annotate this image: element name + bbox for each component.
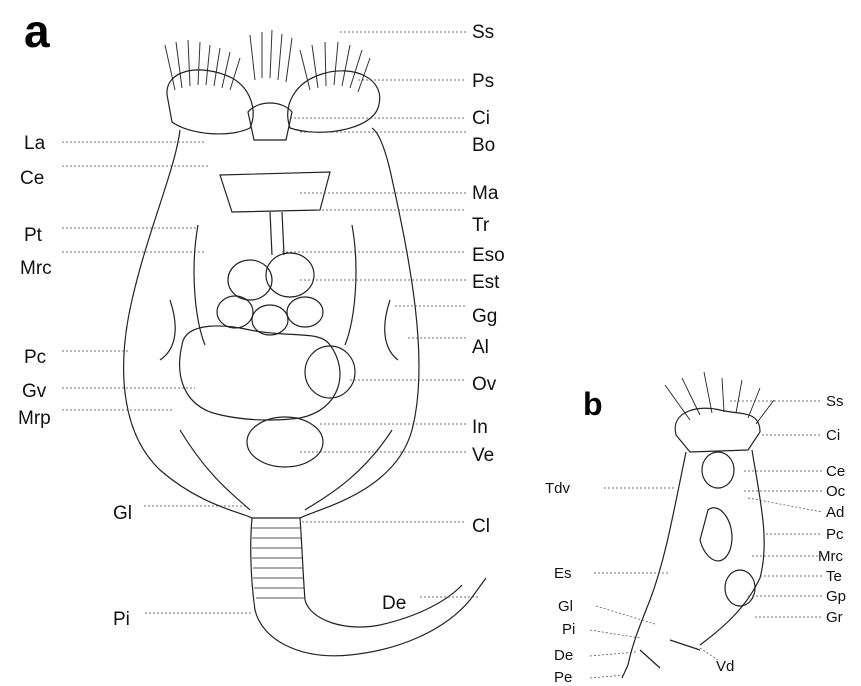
label-a-de: De: [382, 594, 406, 613]
label-a-la: La: [24, 134, 45, 153]
label-b-de: De: [554, 648, 573, 663]
label-b-te: Te: [826, 569, 842, 584]
label-a-cl: Cl: [472, 517, 490, 536]
label-a-ov: Ov: [472, 375, 496, 394]
label-b-ss: Ss: [826, 394, 844, 409]
label-a-pt: Pt: [24, 226, 42, 245]
label-a-gl: Gl: [113, 504, 132, 523]
panel-label-b: b: [583, 388, 603, 420]
label-a-mrc: Mrc: [20, 259, 52, 278]
label-b-pi: Pi: [562, 622, 575, 637]
panel-label-a: a: [24, 8, 50, 54]
label-b-tdv: Tdv: [545, 481, 570, 496]
label-a-ce: Ce: [20, 169, 44, 188]
label-a-ss: Ss: [472, 23, 494, 42]
rotifer-a-illustration: [124, 30, 486, 656]
label-b-pc: Pc: [826, 527, 844, 542]
label-a-al: Al: [472, 338, 489, 357]
label-a-pc: Pc: [24, 348, 46, 367]
label-a-gg: Gg: [472, 307, 497, 326]
label-a-tr: Tr: [472, 216, 489, 235]
label-a-in: In: [472, 418, 488, 437]
rotifer-b-illustration: [622, 372, 774, 678]
label-b-ce: Ce: [826, 464, 845, 479]
label-a-gv: Gv: [22, 382, 46, 401]
label-b-oc: Oc: [826, 484, 845, 499]
label-b-gl: Gl: [558, 599, 573, 614]
label-a-ci: Ci: [472, 109, 490, 128]
label-b-pe: Pe: [554, 670, 572, 685]
label-b-gp: Gp: [826, 589, 846, 604]
label-b-gr: Gr: [826, 610, 843, 625]
label-b-vd: Vd: [716, 659, 734, 674]
label-a-eso: Eso: [472, 246, 505, 265]
label-b-mrc: Mrc: [818, 549, 843, 564]
label-b-ci: Ci: [826, 428, 840, 443]
label-a-bo: Bo: [472, 136, 495, 155]
label-b-ad: Ad: [826, 505, 844, 520]
label-a-est: Est: [472, 273, 499, 292]
label-a-ps: Ps: [472, 72, 494, 91]
label-a-mrp: Mrp: [18, 409, 51, 428]
label-a-ve: Ve: [472, 446, 494, 465]
label-a-ma: Ma: [472, 184, 498, 203]
label-b-es: Es: [554, 566, 572, 581]
label-a-pi: Pi: [113, 610, 130, 629]
